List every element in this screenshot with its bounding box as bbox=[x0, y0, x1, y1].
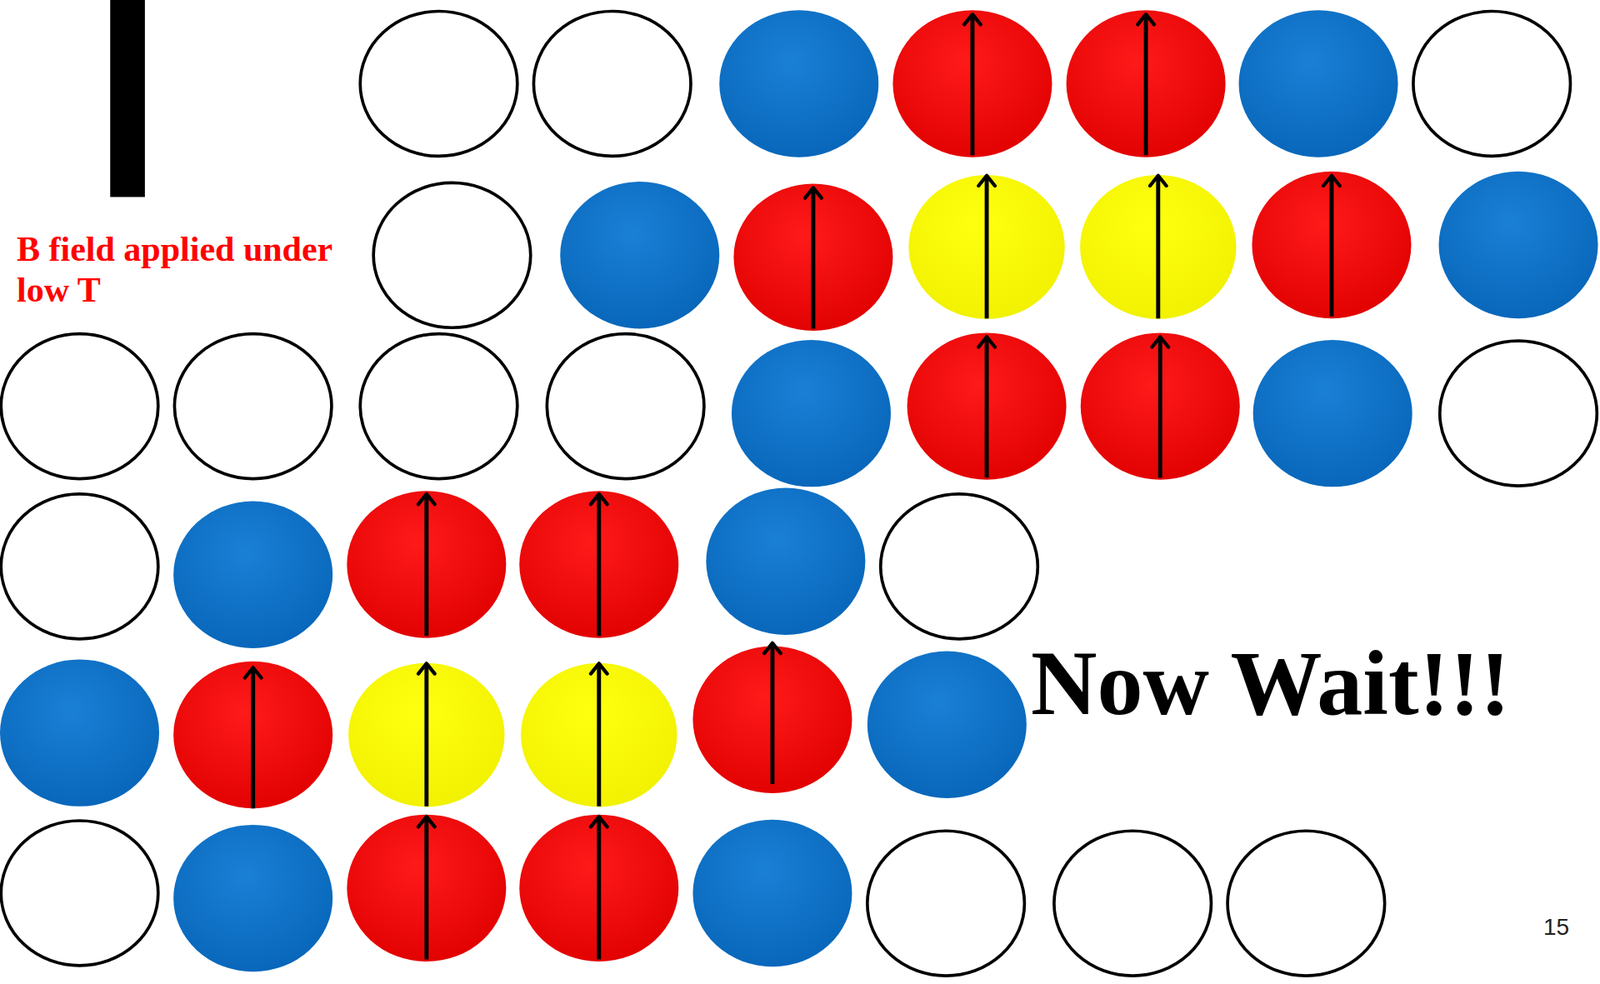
spin-arrows bbox=[253, 14, 1332, 960]
slide-heading: Now Wait!!! bbox=[1030, 630, 1510, 736]
red-sites bbox=[173, 10, 1411, 962]
blue-sites bbox=[0, 10, 1599, 972]
field-bar bbox=[110, 0, 145, 197]
field-note: B field applied under low T bbox=[16, 229, 334, 311]
page-number: 15 bbox=[1543, 914, 1570, 941]
